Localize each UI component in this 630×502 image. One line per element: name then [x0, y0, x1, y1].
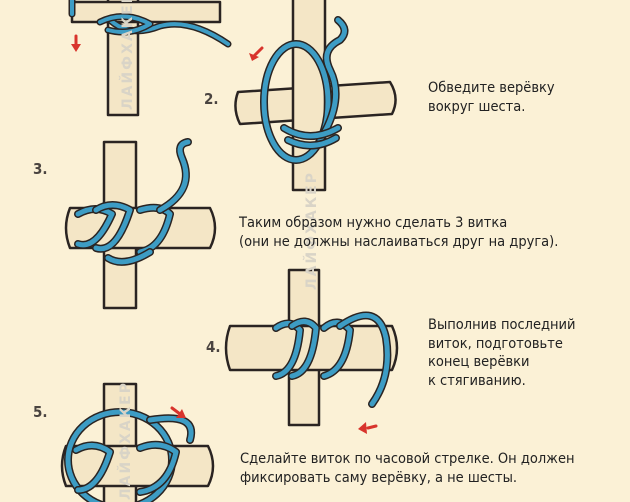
step5-figure — [60, 382, 215, 502]
step-number-3: 3. — [33, 160, 48, 178]
step2-caption: Обведите верёвку вокруг шеста. — [428, 79, 555, 116]
step-number-2: 2. — [204, 90, 219, 108]
caption-line: Обведите верёвку — [428, 80, 555, 96]
caption-line: виток, подготовьте — [428, 335, 563, 352]
step-number-5: 5. — [33, 403, 48, 421]
caption-line: фиксировать саму верёвку, а не шесты. — [240, 469, 518, 486]
step3-figure — [64, 138, 217, 310]
step2-figure — [234, 0, 397, 192]
step1-figure — [68, 0, 232, 117]
caption-line: Выполнив последний — [428, 317, 576, 333]
watermark: ЛАЙФХАКЕР — [118, 381, 134, 500]
step5-arrow — [170, 406, 182, 416]
step4-caption: Выполнив последний виток, подготовьте ко… — [428, 316, 576, 390]
step3-caption: Таким образом нужно сделать 3 витка (они… — [239, 214, 558, 251]
step4-arrow — [366, 424, 378, 430]
step5-caption: Сделайте виток по часовой стрелке. Он до… — [240, 450, 575, 487]
caption-line: вокруг шеста. — [428, 98, 526, 115]
caption-line: (они не должны наслаиваться друг на друг… — [239, 233, 559, 250]
caption-line: Таким образом нужно сделать 3 витка — [239, 215, 508, 231]
caption-line: к стягиванию. — [428, 372, 526, 389]
watermark: ЛАЙФХАКЕР — [120, 0, 136, 110]
caption-line: Сделайте виток по часовой стрелке. Он до… — [240, 451, 575, 467]
caption-line: конец верёвки — [428, 354, 530, 370]
step2-arrow — [252, 46, 264, 58]
step-number-4: 4. — [206, 338, 221, 356]
step4-figure — [224, 268, 399, 427]
